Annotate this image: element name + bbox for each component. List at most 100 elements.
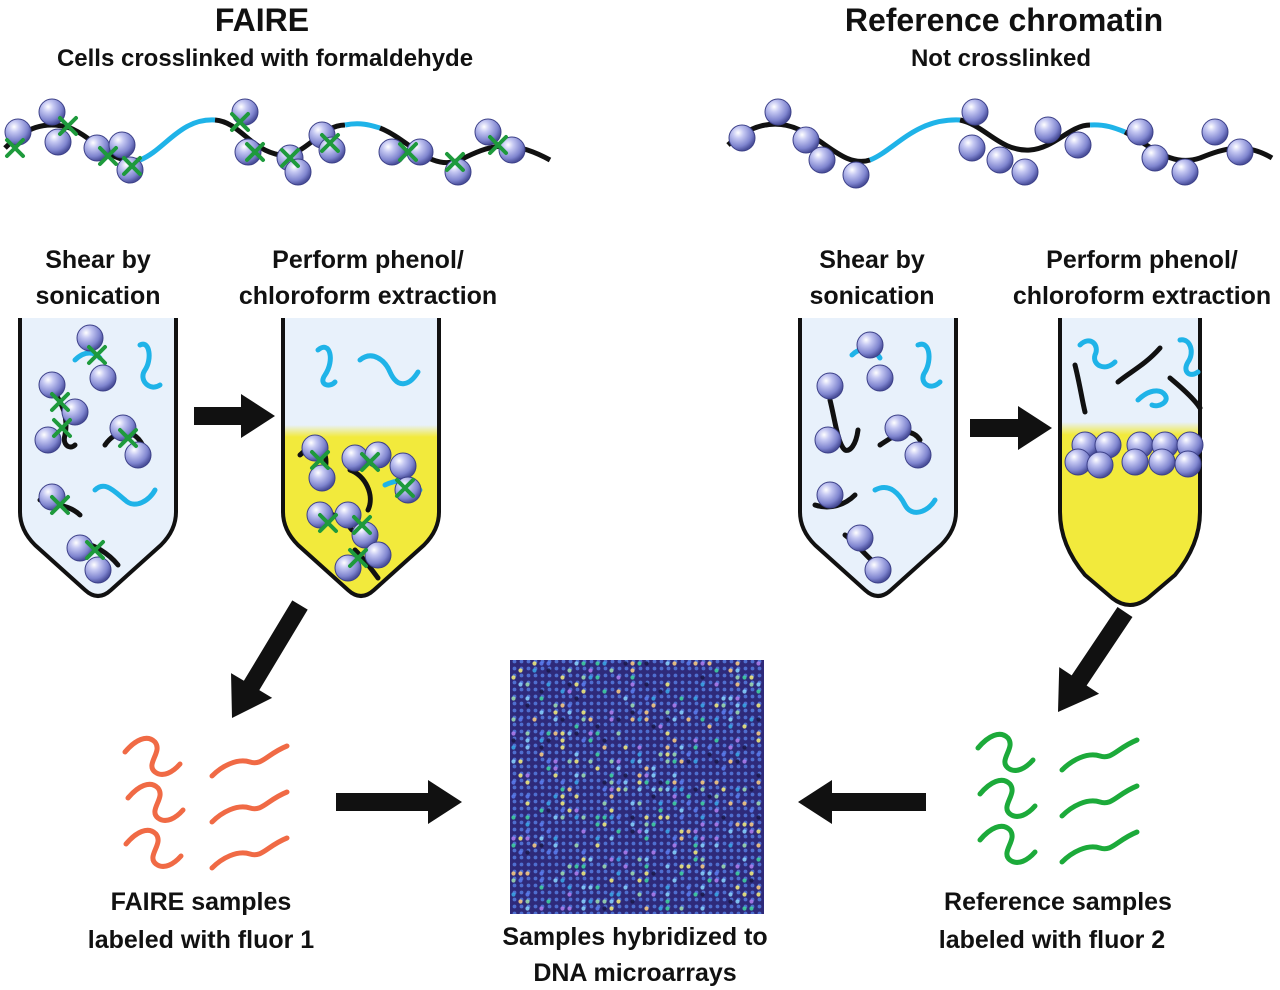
array-spot — [539, 885, 544, 890]
array-spot — [518, 899, 523, 904]
array-spot — [511, 759, 516, 764]
array-spot — [658, 815, 663, 820]
array-spot — [539, 871, 544, 876]
array-spot — [735, 787, 740, 792]
array-spot — [714, 892, 719, 897]
array-spot — [511, 892, 516, 897]
array-spot — [665, 661, 670, 666]
dna-fragment — [1167, 375, 1203, 411]
array-spot — [679, 836, 684, 841]
array-spot — [700, 857, 705, 862]
array-spot — [672, 717, 677, 722]
open-dna-fragment — [1077, 338, 1118, 370]
array-spot — [756, 717, 761, 722]
dna-fragment — [352, 547, 381, 581]
array-spot — [749, 717, 754, 722]
crosslink-mark — [398, 142, 418, 162]
array-spot — [672, 780, 677, 785]
array-spot — [525, 801, 530, 806]
array-spot — [630, 710, 635, 715]
array-spot — [651, 724, 656, 729]
array-spot — [595, 731, 600, 736]
array-spot — [623, 850, 628, 855]
array-spot — [672, 843, 677, 848]
array-spot — [672, 738, 677, 743]
nucleosome — [89, 364, 117, 392]
array-spot — [560, 780, 565, 785]
array-spot — [560, 731, 565, 736]
array-spot — [700, 843, 705, 848]
array-spot — [525, 780, 530, 785]
array-spot — [567, 892, 572, 897]
array-spot — [532, 843, 537, 848]
reference-extraction-tube — [1058, 318, 1204, 607]
array-spot — [574, 759, 579, 764]
nucleosome — [61, 398, 89, 426]
microarray-caption-line1: Samples hybridized to — [502, 923, 767, 951]
array-spot — [665, 787, 670, 792]
array-spot — [700, 836, 705, 841]
nucleosome — [406, 138, 434, 166]
labeled-fragment — [125, 781, 186, 823]
labeled-fragment — [977, 823, 1038, 865]
array-spot — [539, 738, 544, 743]
array-spot — [567, 710, 572, 715]
array-spot — [616, 871, 621, 876]
array-spot — [728, 724, 733, 729]
array-spot — [637, 878, 642, 883]
array-spot — [581, 864, 586, 869]
nucleosome — [1226, 138, 1254, 166]
crosslink-mark — [445, 152, 465, 172]
array-spot — [672, 703, 677, 708]
array-spot — [525, 731, 530, 736]
faire-title: FAIRE — [215, 2, 309, 38]
array-spot — [693, 759, 698, 764]
array-spot — [595, 752, 600, 757]
array-spot — [686, 752, 691, 757]
array-spot — [609, 759, 614, 764]
reference-sonication-tube — [798, 318, 958, 598]
array-spot — [581, 906, 586, 911]
array-spot — [700, 717, 705, 722]
array-spot — [756, 780, 761, 785]
nucleosome — [1201, 118, 1229, 146]
array-spot — [602, 822, 607, 827]
array-spot — [560, 808, 565, 813]
reference-samples-line2: labeled with fluor 2 — [939, 926, 1165, 954]
array-spot — [749, 675, 754, 680]
array-spot — [714, 808, 719, 813]
array-spot — [595, 815, 600, 820]
array-spot — [595, 675, 600, 680]
nucleosome — [498, 136, 526, 164]
array-spot — [581, 717, 586, 722]
array-spot — [539, 843, 544, 848]
array-spot — [546, 668, 551, 673]
array-spot — [581, 871, 586, 876]
array-spot — [665, 682, 670, 687]
array-spot — [588, 738, 593, 743]
array-spot — [630, 703, 635, 708]
array-spot — [644, 773, 649, 778]
array-spot — [707, 724, 712, 729]
array-spot — [756, 885, 761, 890]
array-spot — [686, 717, 691, 722]
array-spot — [637, 829, 642, 834]
nucleosome — [301, 434, 329, 462]
array-spot — [637, 787, 642, 792]
array-spot — [560, 787, 565, 792]
array-spot — [630, 682, 635, 687]
array-spot — [742, 675, 747, 680]
array-spot — [672, 878, 677, 883]
nucleosome — [884, 414, 912, 442]
array-spot — [602, 661, 607, 666]
crosslink-mark — [50, 392, 70, 412]
array-spot — [511, 696, 516, 701]
array-spot — [693, 850, 698, 855]
array-spot — [756, 773, 761, 778]
array-spot — [693, 661, 698, 666]
array-spot — [581, 885, 586, 890]
array-spot — [616, 899, 621, 904]
array-spot — [693, 836, 698, 841]
array-spot — [735, 822, 740, 827]
